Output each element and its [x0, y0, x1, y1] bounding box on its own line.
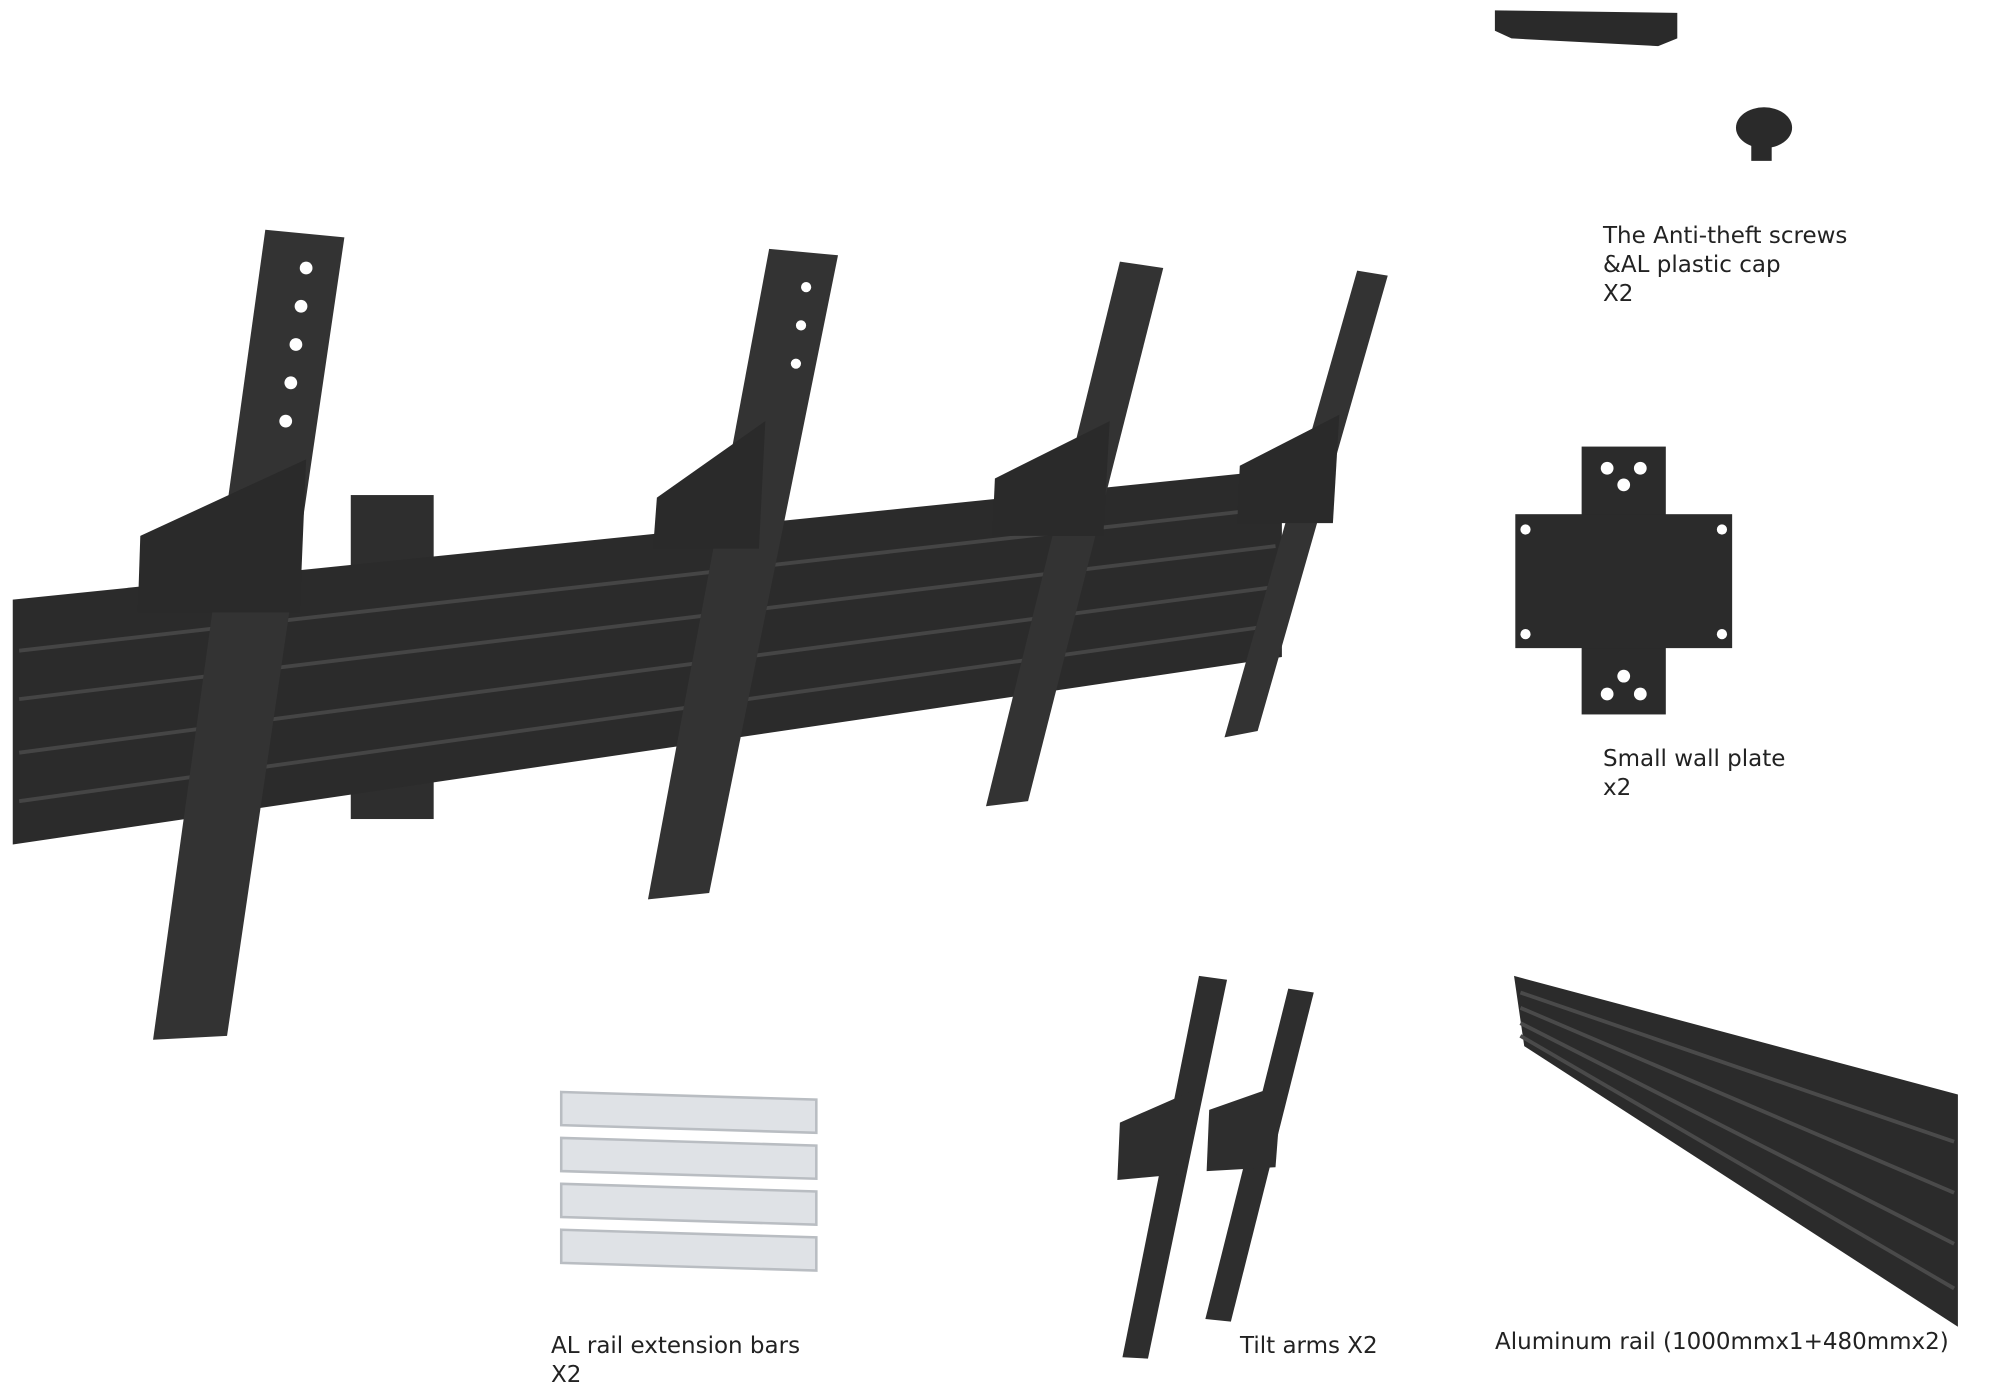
aluminum-rail-label: Aluminum rail (1000mmx1+480mmx2)	[1495, 1328, 1949, 1357]
main-rail	[12, 469, 1282, 845]
aluminum-rail	[1514, 975, 1958, 1327]
anti-theft-screw-and-cap	[1494, 10, 1793, 161]
screws-label-line1: The Anti-theft screws	[1603, 223, 1848, 249]
wall-plate-label: Small wall plate x2	[1603, 745, 1785, 803]
extension-bars-label: AL rail extension bars X2	[551, 1332, 800, 1390]
screws-label-line2: &AL plastic cap	[1603, 252, 1781, 278]
wall-plate-label-line2: x2	[1603, 775, 1632, 801]
extension-bars	[559, 1090, 818, 1272]
tilt-arms	[1117, 975, 1314, 1359]
tilt-arms-label: Tilt arms X2	[1240, 1332, 1378, 1361]
tilt-arms-label-line1: Tilt arms X2	[1240, 1333, 1378, 1359]
assembled-mount	[12, 229, 1388, 1040]
small-wall-plate	[1515, 446, 1733, 715]
screw-shank	[1751, 137, 1772, 161]
extension-bars-label-line2: X2	[551, 1362, 582, 1388]
screws-label-line3: X2	[1603, 281, 1634, 307]
wall-plate-top	[350, 495, 434, 566]
screws-label: The Anti-theft screws &AL plastic cap X2	[1603, 222, 1847, 309]
tilt-arm-2	[647, 248, 839, 900]
aluminum-rail-label-line1: Aluminum rail (1000mmx1+480mmx2)	[1495, 1329, 1949, 1355]
arm-holes	[279, 261, 812, 428]
wall-plate-label-line1: Small wall plate	[1603, 746, 1786, 772]
plastic-cap	[1494, 10, 1678, 47]
tilt-arm-1	[153, 229, 345, 1040]
screw-head	[1735, 107, 1793, 149]
extension-bars-label-line1: AL rail extension bars	[551, 1333, 801, 1359]
